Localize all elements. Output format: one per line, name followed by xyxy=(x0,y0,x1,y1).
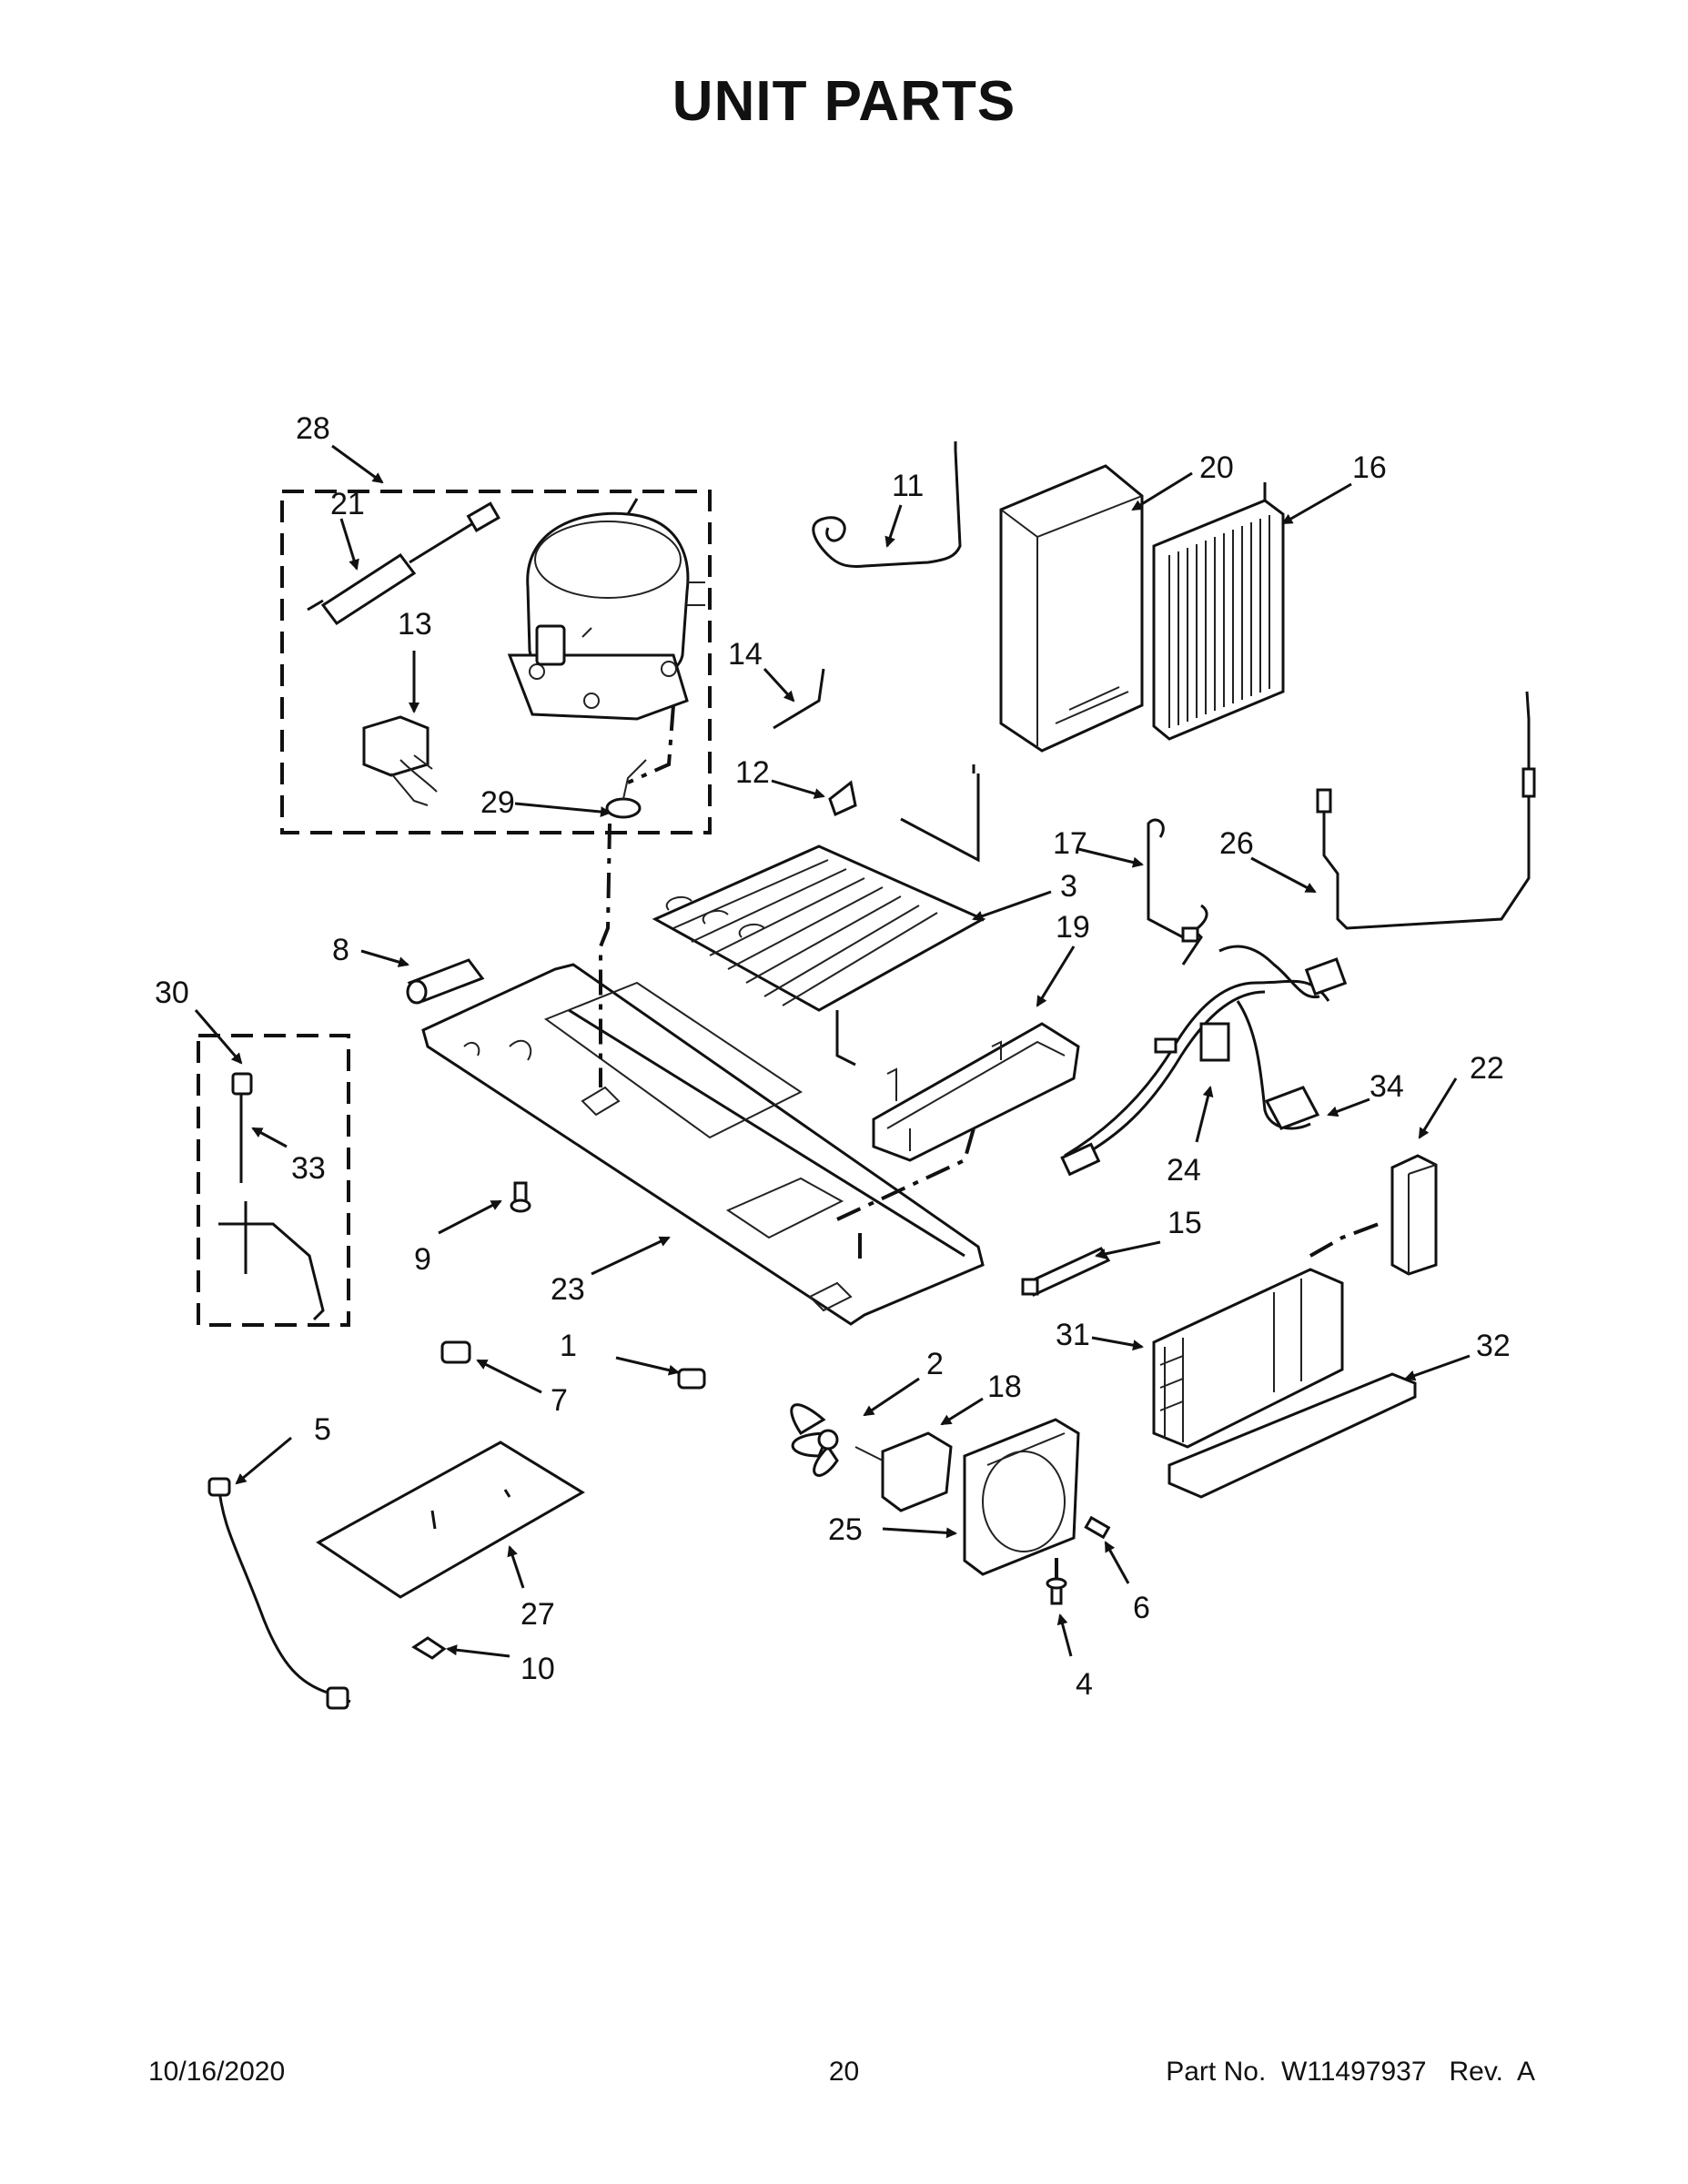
callout-18: 18 xyxy=(987,1370,1022,1404)
group-box-30 xyxy=(197,1034,350,1327)
callout-2: 2 xyxy=(926,1347,944,1381)
sheet-27-illustration xyxy=(316,1441,585,1599)
condenser-31-illustration xyxy=(1152,1268,1344,1449)
callout-32: 32 xyxy=(1476,1329,1511,1363)
callout-33: 33 xyxy=(291,1151,326,1186)
callout-4: 4 xyxy=(1076,1667,1093,1702)
part-15-illustration xyxy=(1021,1247,1111,1297)
callout-13: 13 xyxy=(398,607,432,642)
evaporator-illustration xyxy=(1152,482,1285,741)
board-34-illustration xyxy=(1264,1086,1320,1130)
callout-29: 29 xyxy=(480,785,515,820)
screw-6-illustration xyxy=(1084,1515,1111,1540)
screw-9-illustration xyxy=(510,1181,531,1213)
callout-28: 28 xyxy=(296,411,330,446)
group-box-28 xyxy=(280,490,712,834)
tube-8-illustration xyxy=(406,958,485,1005)
base-plate-illustration xyxy=(421,963,985,1326)
callout-12: 12 xyxy=(735,755,770,790)
part-1-illustration xyxy=(677,1368,706,1390)
clip-10-illustration xyxy=(411,1636,447,1660)
callout-23: 23 xyxy=(551,1272,585,1307)
footer-date: 10/16/2020 xyxy=(148,2057,286,2087)
leader-arrows xyxy=(194,444,1471,1658)
tube-26-illustration xyxy=(1322,691,1531,930)
footer-page-number: 20 xyxy=(828,2057,860,2087)
terminal-29-illustration xyxy=(605,759,647,819)
callout-11: 11 xyxy=(892,469,924,503)
drain-pan-illustration xyxy=(872,1022,1080,1162)
fan-blade-illustration xyxy=(790,1403,839,1477)
drier-illustration xyxy=(307,501,500,626)
footer-part-number: Part No. W11497937 Rev. A xyxy=(1166,2057,1535,2087)
compressor-illustration xyxy=(507,498,705,721)
callout-17: 17 xyxy=(1053,826,1087,861)
callout-16: 16 xyxy=(1352,450,1387,485)
condenser-coil-illustration xyxy=(652,764,986,1067)
callout-8: 8 xyxy=(332,933,349,967)
callout-15: 15 xyxy=(1167,1206,1202,1240)
callout-24: 24 xyxy=(1167,1153,1201,1188)
part-7-illustration xyxy=(440,1340,471,1364)
screw-4-illustration xyxy=(1046,1577,1067,1605)
callout-19: 19 xyxy=(1056,910,1090,945)
callout-20: 20 xyxy=(1199,450,1234,485)
clip-12-illustration xyxy=(828,780,857,817)
callout-34: 34 xyxy=(1370,1069,1404,1104)
tube-14-illustration xyxy=(773,668,825,730)
callout-21: 21 xyxy=(330,487,365,521)
callout-31: 31 xyxy=(1056,1318,1090,1352)
tray-32-illustration xyxy=(1167,1372,1417,1499)
callout-25: 25 xyxy=(828,1512,863,1547)
callout-1: 1 xyxy=(560,1329,577,1363)
callout-6: 6 xyxy=(1133,1591,1150,1625)
callout-10: 10 xyxy=(521,1652,555,1686)
callout-9: 9 xyxy=(414,1242,431,1277)
callout-14: 14 xyxy=(728,637,763,672)
fan-shroud-illustration xyxy=(963,1418,1080,1576)
callout-26: 26 xyxy=(1219,826,1254,861)
callout-3: 3 xyxy=(1060,869,1077,904)
tube-11-illustration xyxy=(812,450,962,568)
fan-motor-illustration xyxy=(854,1431,953,1512)
evaporator-cover-illustration xyxy=(999,464,1144,753)
callout-27: 27 xyxy=(521,1597,555,1632)
tube-17-illustration xyxy=(1147,818,1208,939)
callout-22: 22 xyxy=(1470,1051,1504,1086)
callout-5: 5 xyxy=(314,1412,331,1447)
page-title: UNIT PARTS xyxy=(672,70,1016,133)
tube-5-illustration xyxy=(217,1482,351,1704)
cover-22-illustration xyxy=(1390,1154,1438,1276)
part-33-illustration xyxy=(218,1072,325,1321)
relay-illustration xyxy=(362,715,438,806)
callout-7: 7 xyxy=(551,1383,568,1418)
callout-30: 30 xyxy=(155,976,189,1010)
wire-harness-illustration xyxy=(1060,926,1348,1177)
